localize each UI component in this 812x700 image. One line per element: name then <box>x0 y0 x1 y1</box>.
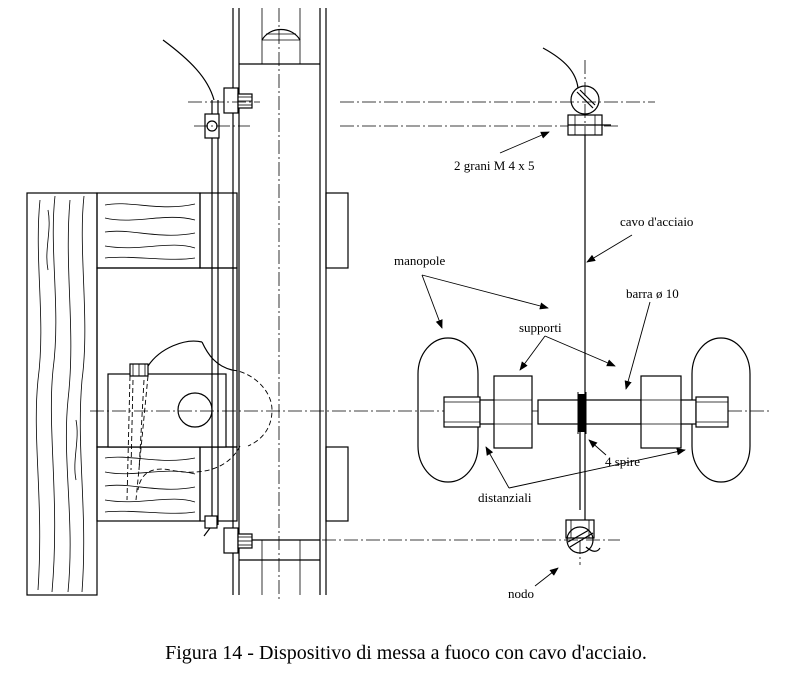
label-barra: barra ø 10 <box>626 286 679 301</box>
label-nodo: nodo <box>508 586 534 601</box>
knot <box>565 519 601 554</box>
label-spire: 4 spire <box>605 454 640 469</box>
support-right <box>640 375 682 449</box>
front-view <box>417 47 751 565</box>
focus-block <box>107 340 273 501</box>
wooden-board <box>26 192 98 596</box>
lower-beam <box>96 446 238 522</box>
label-supporti: supporti <box>519 320 562 335</box>
support-left <box>493 375 533 449</box>
side-view <box>26 8 349 600</box>
upper-beam <box>96 192 238 269</box>
labels: 2 grani M 4 x 5 cavo d'acciaio manopole … <box>394 158 693 601</box>
label-grani: 2 grani M 4 x 5 <box>454 158 535 173</box>
upper-ring <box>542 47 611 136</box>
label-cavo: cavo d'acciaio <box>620 214 693 229</box>
figure-caption: Figura 14 - Dispositivo di messa a fuoco… <box>165 642 647 664</box>
lower-screw <box>203 515 253 554</box>
label-distanziali: distanziali <box>478 490 532 505</box>
label-manopole: manopole <box>394 253 445 268</box>
cable-coils <box>577 392 587 434</box>
leader-lines <box>421 131 686 587</box>
